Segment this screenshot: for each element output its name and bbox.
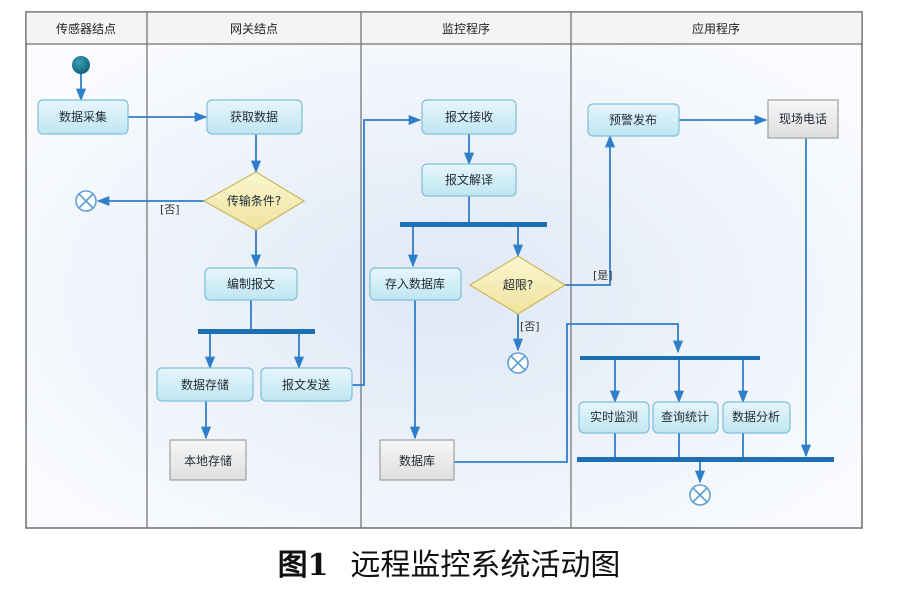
final-node-monitor	[507, 352, 529, 374]
guard-no-exceed: [否]	[520, 320, 540, 333]
final-node-application	[689, 484, 711, 506]
fork-bar-application	[580, 356, 760, 360]
figure-caption: 图1 远程监控系统活动图	[0, 540, 898, 584]
node-database: 数据库	[379, 439, 455, 481]
svg-text:报文发送: 报文发送	[282, 377, 330, 392]
fork-join-bars	[198, 222, 834, 462]
svg-text:编制报文: 编制报文	[227, 276, 275, 291]
node-local-store: 本地存储	[169, 439, 247, 481]
node-query-statistics: 查询统计	[652, 401, 719, 434]
node-make-message: 编制报文	[204, 267, 298, 301]
decision-condition: 传输条件?	[202, 171, 306, 231]
node-get-data: 获取数据	[206, 99, 303, 135]
lane-title-monitor: 监控程序	[442, 21, 490, 36]
svg-text:数据采集: 数据采集	[59, 109, 107, 124]
node-data-store: 数据存储	[156, 367, 254, 402]
svg-text:超限?: 超限?	[503, 277, 533, 292]
svg-text:查询统计: 查询统计	[661, 410, 709, 424]
node-db-insert: 存入数据库	[369, 267, 462, 301]
svg-text:实时监测: 实时监测	[590, 409, 638, 424]
initial-node	[72, 56, 90, 74]
guard-yes-exceed: [是]	[593, 269, 613, 282]
svg-text:数据存储: 数据存储	[181, 377, 229, 392]
svg-text:报文解译: 报文解译	[445, 172, 493, 187]
node-alarm-publish: 预警发布	[587, 103, 680, 137]
figure-number: 图1	[277, 548, 329, 583]
decision-exceed: 超限?	[468, 255, 567, 315]
node-realtime-monitor: 实时监测	[578, 401, 650, 434]
svg-text:传输条件?: 传输条件?	[227, 193, 281, 208]
svg-text:现场电话: 现场电话	[779, 112, 827, 126]
lane-title-sensor: 传感器结点	[56, 21, 116, 36]
activity-diagram: 传感器结点 网关结点 监控程序 应用程序	[25, 11, 863, 529]
lane-title-gateway: 网关结点	[230, 22, 278, 36]
svg-text:存入数据库: 存入数据库	[385, 276, 445, 291]
svg-text:获取数据: 获取数据	[230, 109, 278, 124]
fork-bar-gateway	[198, 329, 315, 334]
fork-bar-monitor	[400, 222, 547, 227]
node-message-parse: 报文解译	[421, 163, 517, 197]
node-data-collect: 数据采集	[37, 99, 129, 135]
guard-no-condition: [否]	[160, 203, 180, 216]
lane-title-application: 应用程序	[692, 21, 740, 36]
svg-text:本地存储: 本地存储	[184, 453, 232, 468]
svg-text:报文接收: 报文接收	[445, 109, 493, 124]
node-message-receive: 报文接收	[421, 99, 517, 135]
svg-text:数据库: 数据库	[399, 453, 435, 468]
figure-title: 远程监控系统活动图	[350, 548, 621, 583]
node-data-analysis: 数据分析	[722, 401, 791, 434]
flow-edges	[75, 74, 812, 484]
svg-text:预警发布: 预警发布	[609, 112, 657, 127]
final-node-sensor	[75, 190, 97, 212]
join-bar-application	[577, 457, 834, 462]
node-site-phone: 现场电话	[767, 99, 839, 139]
svg-text:数据分析: 数据分析	[732, 409, 780, 424]
node-message-send: 报文发送	[260, 367, 353, 402]
